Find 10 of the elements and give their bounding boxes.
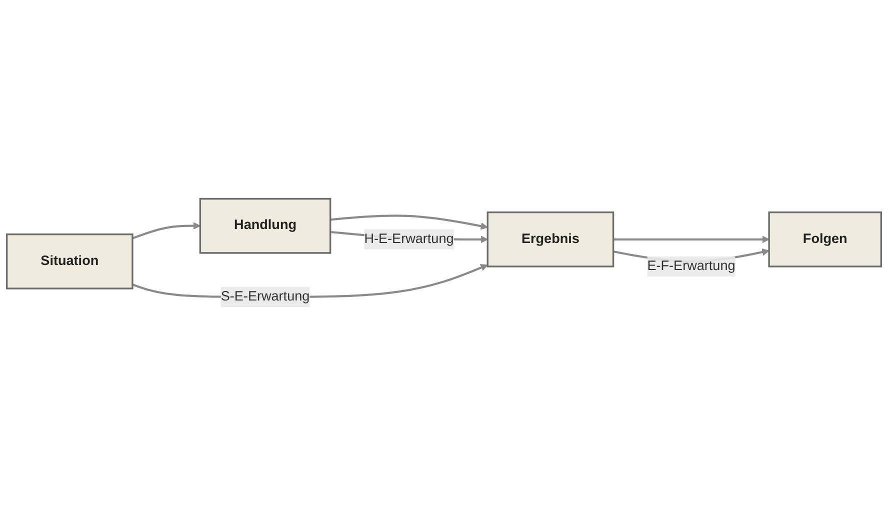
edge-label: H-E-Erwartung	[364, 232, 454, 246]
node-box: Handlung	[199, 198, 332, 254]
node-box: Ergebnis	[486, 212, 614, 268]
node-box: Folgen	[768, 212, 882, 268]
edge-label: S-E-Erwartung	[220, 289, 310, 304]
arrow	[613, 236, 770, 244]
node-box: Situation	[6, 234, 134, 290]
arrow	[330, 214, 488, 230]
edge-label: E-F-Erwartung	[647, 258, 736, 274]
arrow	[132, 222, 201, 240]
